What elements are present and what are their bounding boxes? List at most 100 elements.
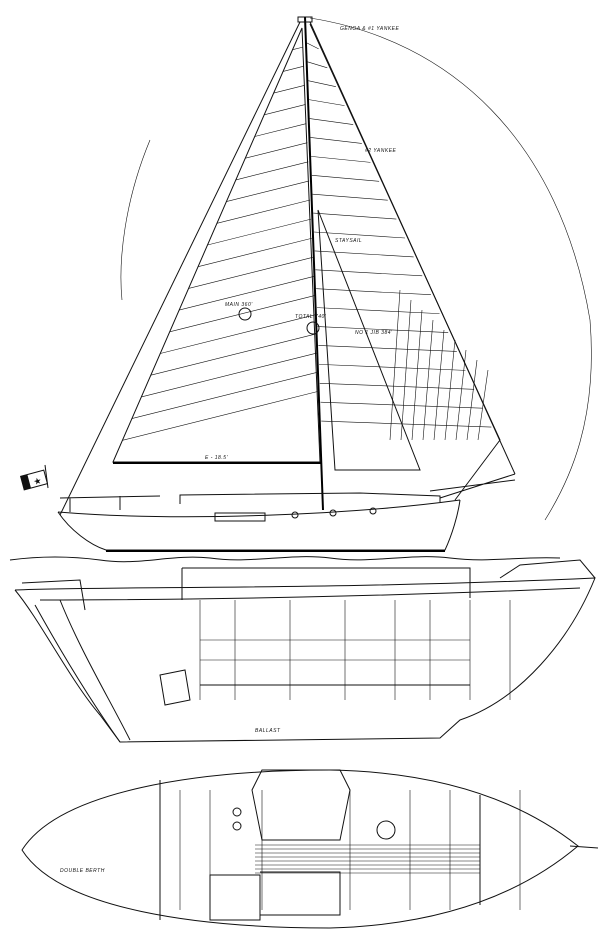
cabin-house-plan (159, 780, 481, 920)
mainsail-seams (122, 46, 320, 441)
hatch-line (400, 299, 412, 441)
stove-burner (232, 807, 242, 817)
porthole (329, 509, 337, 517)
sail-seam (312, 193, 388, 201)
sail-seam (313, 231, 406, 239)
sail-seam (169, 295, 315, 333)
sail-seam (313, 212, 397, 220)
centre-of-effort-main (238, 307, 252, 321)
sail-seam (188, 257, 313, 289)
label-boom: E - 18.5' (205, 455, 229, 461)
hatch-line (477, 369, 489, 441)
svg-text:★: ★ (32, 475, 42, 487)
sail-seam (308, 99, 345, 106)
stove-burner (232, 821, 242, 831)
sail-seam (160, 314, 316, 354)
staysail (317, 209, 421, 471)
sail-seam (311, 156, 371, 163)
sail-seam (321, 420, 492, 428)
masthead (297, 16, 313, 23)
genoa-foot (309, 23, 501, 501)
label-staysail: STAYSAIL (335, 238, 362, 244)
cabin-top (181, 567, 471, 600)
stern-rail (21, 579, 86, 611)
sail-seam (316, 288, 431, 296)
deck-line (39, 587, 581, 601)
genoa-arc (309, 17, 592, 521)
flag-icon: ★ (19, 464, 49, 491)
cabin-house (179, 492, 441, 504)
label-ballast: BALLAST (255, 728, 281, 734)
sail-seam (122, 390, 320, 441)
label-genoa: GENOA & #1 YANKEE (340, 26, 400, 32)
label-main-area: MAIN 360' (225, 302, 253, 308)
bowsprit-plan (569, 845, 599, 849)
porthole (369, 507, 377, 515)
sail-seam (131, 371, 319, 419)
sail-seam (264, 104, 306, 116)
main-arc (120, 139, 151, 301)
engine (159, 669, 191, 706)
sail-seam (306, 42, 319, 50)
sail-seam (207, 218, 312, 246)
sail-seam (308, 80, 336, 88)
genoa-seams (306, 42, 492, 428)
bowsprit (429, 473, 516, 499)
toilet (376, 820, 396, 840)
sail-seam (315, 269, 423, 277)
window (214, 512, 266, 522)
hatch-line (466, 359, 478, 441)
centre-of-effort-total (306, 321, 320, 335)
hull-outline (14, 577, 596, 743)
sail-seam (318, 345, 457, 352)
sail-seam (320, 401, 483, 409)
sail-seam (273, 85, 305, 94)
porthole (291, 511, 299, 519)
label-total-area: TOTAL 740' (295, 314, 327, 320)
hull-profile (9, 473, 561, 563)
sail-seam (314, 250, 414, 258)
rudder (34, 599, 131, 743)
mast (304, 16, 324, 511)
sail-seam (311, 174, 380, 182)
sail-seam (319, 382, 475, 390)
sail-seam (141, 352, 318, 398)
sail-seam (150, 333, 317, 376)
sail-seam (254, 123, 307, 137)
deck-outline (21, 769, 579, 929)
hull-side (57, 499, 461, 551)
hatch-line (455, 349, 467, 441)
sail-seam (245, 142, 308, 159)
sail-seam (317, 326, 449, 333)
hatch-line (444, 339, 456, 441)
sail-seam (235, 161, 309, 181)
bulkheads (199, 600, 511, 700)
mainsail (112, 27, 321, 463)
inboard-profile: BALLAST (14, 559, 596, 743)
label-jib-area: NO 1 JIB 384' (355, 330, 393, 336)
hatch-line (389, 289, 401, 441)
sail-seam (179, 276, 314, 311)
hatch-line (411, 309, 423, 441)
hatch-line (422, 319, 434, 441)
sail-seam (292, 46, 303, 50)
backstay (59, 21, 301, 516)
hatch-line (433, 329, 445, 441)
sail-seam (226, 180, 310, 202)
sail-seam (310, 137, 362, 144)
sail-seam (197, 237, 312, 267)
pulpit (499, 559, 596, 579)
sail-seam (283, 65, 304, 72)
cabin-sole-planking (179, 790, 521, 910)
label-yankee2: #2 YANKEE (365, 148, 397, 154)
sail-seam (319, 364, 466, 371)
skylight (251, 769, 351, 841)
sail-seam (309, 118, 354, 125)
accommodation-plan: DOUBLE BERTH (21, 769, 599, 929)
sail-seam (316, 307, 440, 314)
sail-plan: GENOA & #1 YANKEE #2 YANKEE STAYSAIL MAI… (59, 16, 592, 521)
sail-seam (307, 61, 328, 69)
yankee-hatching (389, 289, 489, 441)
sail-seam (216, 199, 311, 224)
sheer-line (57, 499, 461, 518)
